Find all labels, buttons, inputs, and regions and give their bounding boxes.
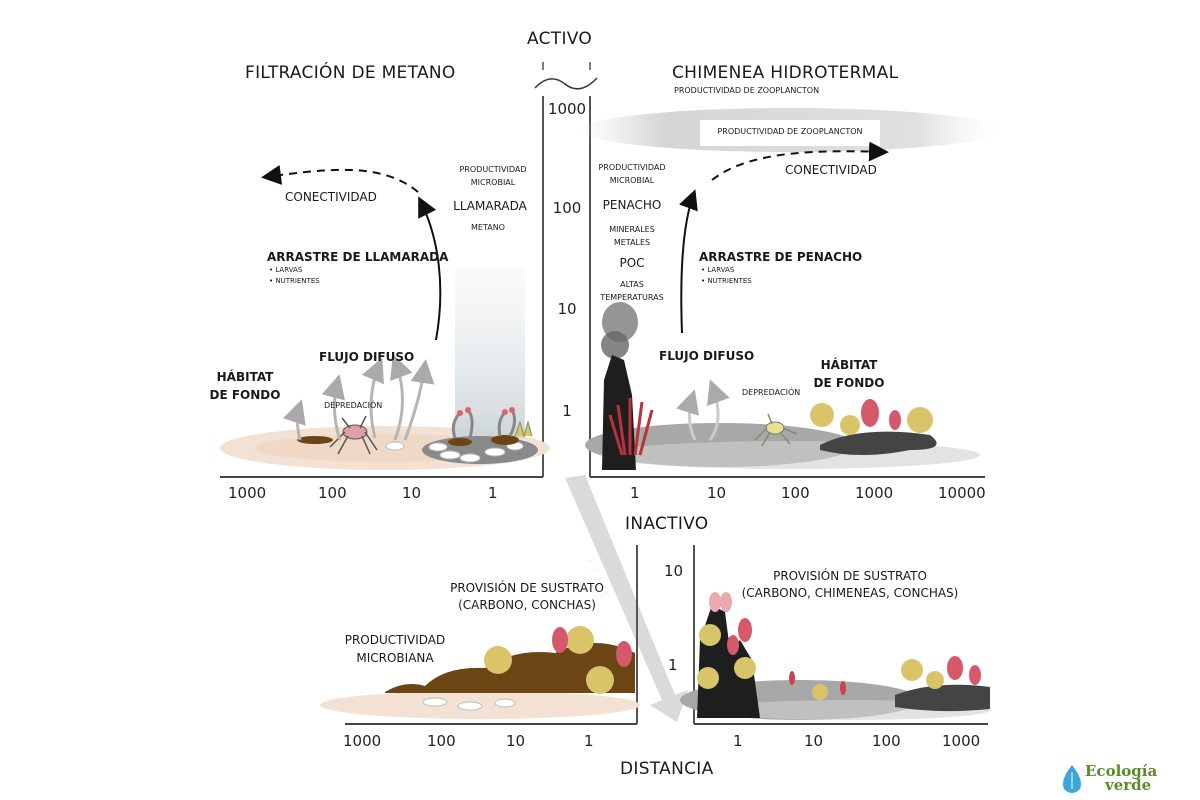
vent-x-tick: 10 (707, 484, 727, 502)
inactive-vent-fauna (789, 656, 990, 712)
inactive-seep-x-tick: 1000 (343, 732, 382, 750)
inactive-seep-microbial-label: PRODUCTIVIDAD MICROBIANA (336, 631, 454, 667)
vent-x-tick: 10000 (938, 484, 986, 502)
inactive-seep-microbial-line: MICROBIANA (356, 651, 434, 665)
vent-connectivity-arrow (711, 141, 889, 181)
seep-drag-item: • LARVAS (269, 266, 303, 274)
vent-column-line: MICROBIAL (609, 176, 655, 185)
y-tick: 10 (557, 300, 577, 318)
inactive-y-tick: 10 (664, 562, 684, 580)
inactive-vent-x-tick: 10 (804, 732, 824, 750)
vent-x-tick: 1000 (855, 484, 894, 502)
inactive-seep-x-tick: 100 (427, 732, 456, 750)
vent-x-tick: 1 (630, 484, 640, 502)
inactive-vent-substrate-line: PROVISIÓN DE SUSTRATO (773, 569, 927, 583)
seep-habitat-line: DE FONDO (209, 388, 281, 402)
logo-line: verde (1105, 776, 1152, 794)
seep-methane-label: METANO (471, 223, 505, 232)
vent-minerals-label: MINERALES METALES (593, 223, 671, 249)
seep-column-line: PRODUCTIVIDAD (459, 165, 527, 174)
inactive-vent-x-tick: 1000 (942, 732, 981, 750)
logo-line: Ecología (1085, 762, 1158, 780)
vent-column-line: ALTAS (620, 280, 644, 289)
vent-habitat-line: DE FONDO (813, 376, 885, 390)
inactive-seep-substrate-line: PROVISIÓN DE SUSTRATO (450, 581, 604, 595)
inactive-label: INACTIVO (625, 514, 709, 534)
vent-predator-crab (754, 413, 798, 447)
vent-column-line: TEMPERATURAS (600, 293, 664, 302)
inactive-seep-substrate-line: (CARBONO, CONCHAS) (458, 598, 596, 612)
vent-drag-item: • NUTRIENTES (701, 277, 752, 285)
seep-x-tick: 1 (488, 484, 498, 502)
vent-temperature-label: ALTAS TEMPERATURAS (593, 278, 671, 304)
vent-connectivity-label: CONECTIVIDAD (785, 163, 877, 177)
seep-column-line: MICROBIAL (470, 178, 516, 187)
vent-poc-label: POC (619, 256, 645, 270)
vent-habitat-label: HÁBITAT DE FONDO (812, 356, 886, 392)
seep-drag-list: • LARVAS • NUTRIENTES (269, 265, 320, 287)
seep-habitat-label: HÁBITAT DE FONDO (208, 368, 282, 404)
vent-drag-arrow (679, 189, 698, 334)
seep-x-tick: 1000 (228, 484, 267, 502)
vent-diffuse-label: FLUJO DIFUSO (659, 349, 755, 363)
vent-plume-label: PENACHO (602, 198, 662, 212)
inactive-vent-substrate-label: PROVISIÓN DE SUSTRATO (CARBONO, CHIMENEA… (740, 568, 960, 602)
vent-diffuse-flow-arrows (676, 379, 730, 441)
seep-drag-arrow (418, 196, 442, 341)
inactive-vent-x-tick: 1 (733, 732, 743, 750)
seep-drag-item: • NUTRIENTES (269, 277, 320, 285)
vent-x-tick: 100 (781, 484, 810, 502)
seep-flare-label: LLAMARADA (453, 199, 527, 213)
vent-drag-list: • LARVAS • NUTRIENTES (701, 265, 752, 287)
seep-diffuse-label: FLUJO DIFUSO (319, 350, 415, 364)
inactive-seep-x-tick: 1 (584, 732, 594, 750)
vent-subtitle: PRODUCTIVIDAD DE ZOOPLANCTON (674, 86, 820, 95)
y-tick: 1 (562, 402, 572, 420)
seep-title: FILTRACIÓN DE METANO (245, 63, 456, 83)
inactive-seep-substrate-label: PROVISIÓN DE SUSTRATO (CARBONO, CONCHAS) (431, 580, 623, 614)
vent-column-line: METALES (613, 238, 651, 247)
distance-label: DISTANCIA (620, 759, 714, 779)
vent-tubeworms (608, 398, 654, 456)
inactive-seep-microbial-line: PRODUCTIVIDAD (344, 633, 446, 647)
seep-connectivity-label: CONECTIVIDAD (285, 190, 377, 204)
inactive-vent-chimney (697, 592, 760, 718)
vent-predation-label: DEPREDACIÓN (742, 388, 801, 397)
vent-habitat-line: HÁBITAT (820, 358, 878, 372)
seep-connectivity-arrow (261, 165, 419, 193)
seep-drag-label: ARRASTRE DE LLAMARADA (267, 250, 449, 264)
seep-predator-crab (297, 415, 405, 455)
ecologia-verde-logo-icon (1063, 765, 1081, 793)
seep-column-productivity: PRODUCTIVIDAD MICROBIAL (448, 163, 538, 189)
vent-column-line: PRODUCTIVIDAD (598, 163, 666, 172)
inactive-y-tick: 1 (668, 656, 678, 674)
seep-diffuse-flow-arrows (282, 354, 435, 441)
vent-habitat-fauna (810, 399, 937, 455)
logo-text: Ecología verde (1085, 762, 1158, 794)
inactive-seep-x-tick: 10 (506, 732, 526, 750)
seep-predation-label: DEPREDACIÓN (324, 401, 383, 410)
inactive-vent-substrate-line: (CARBONO, CHIMENEAS, CONCHAS) (741, 586, 959, 600)
active-label: ACTIVO (527, 29, 593, 49)
seep-habitat-line: HÁBITAT (216, 370, 274, 384)
time-arrow (565, 475, 688, 722)
y-tick: 1000 (547, 100, 587, 118)
axis-break-icon (534, 62, 598, 90)
vent-zooplankton-box: PRODUCTIVIDAD DE ZOOPLANCTON (717, 127, 863, 136)
inactive-seep-carbonate-mound (385, 626, 635, 711)
seep-clam-bed (422, 407, 538, 464)
seep-x-tick: 100 (318, 484, 347, 502)
vent-column-productivity: PRODUCTIVIDAD MICROBIAL (593, 161, 671, 187)
seep-x-tick: 10 (402, 484, 422, 502)
inactive-vent-x-tick: 100 (872, 732, 901, 750)
vent-drag-item: • LARVAS (701, 266, 735, 274)
vent-column-line: MINERALES (609, 225, 655, 234)
y-tick: 100 (552, 199, 582, 217)
vent-drag-label: ARRASTRE DE PENACHO (699, 250, 863, 264)
vent-title: CHIMENEA HIDROTERMAL (672, 63, 899, 83)
